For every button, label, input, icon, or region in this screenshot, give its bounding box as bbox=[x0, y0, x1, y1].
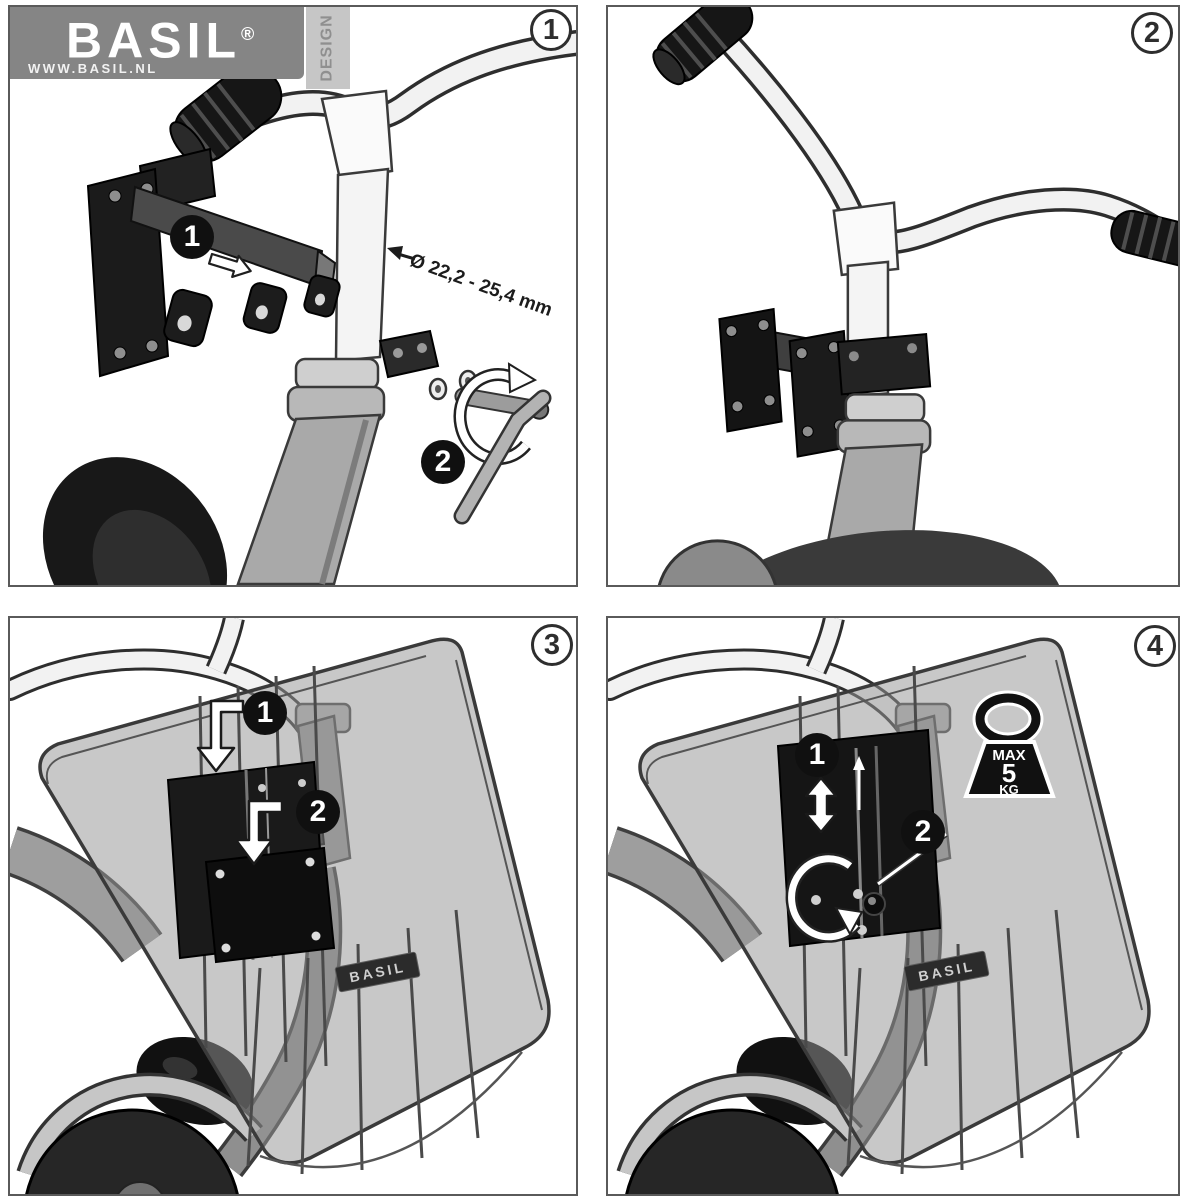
handlebar-grip-left-icon bbox=[652, 7, 754, 86]
panel-step-1: BASIL® WWW.BASIL.NL DESIGN 1 1 2 Ø 22,2 … bbox=[8, 5, 578, 587]
front-wheel bbox=[625, 1108, 839, 1194]
mounting-plate bbox=[166, 760, 336, 964]
insert-arrow-1-icon bbox=[196, 699, 245, 773]
step-badge-1: 1 bbox=[170, 215, 214, 259]
mounting-bracket bbox=[718, 307, 932, 458]
handlebar bbox=[707, 20, 1178, 255]
panel-1-illustration bbox=[42, 30, 576, 585]
step-badge-2: 2 bbox=[901, 810, 945, 854]
fender bbox=[19, 1076, 261, 1177]
panel-step-2: 2 bbox=[606, 5, 1180, 587]
step-badge-2: 2 bbox=[296, 790, 340, 834]
brand-website: WWW.BASIL.NL bbox=[28, 61, 158, 76]
max-weight-label: MAX bbox=[992, 747, 1025, 764]
insert-arrow-2-icon bbox=[234, 799, 284, 866]
panel-3-illustration bbox=[10, 618, 551, 1194]
panel-2-illustration bbox=[652, 7, 1178, 585]
brand-logo: BASIL® WWW.BASIL.NL bbox=[10, 7, 304, 79]
panel-step-4: MAX 5 KG 4 1 2 BASIL bbox=[606, 616, 1180, 1196]
handlebar-grip-right-icon bbox=[1110, 209, 1178, 272]
panel-4-illustration: MAX 5 KG bbox=[608, 618, 1151, 1194]
brand-name: BASIL® bbox=[66, 12, 255, 69]
slide-arrow-icon bbox=[207, 252, 252, 279]
design-label: DESIGN bbox=[319, 14, 336, 82]
fender bbox=[619, 1076, 861, 1177]
front-fender bbox=[693, 530, 1063, 585]
panel-number-3: 3 bbox=[531, 624, 573, 666]
diameter-leader-arrow bbox=[387, 246, 416, 261]
max-weight-icon: MAX 5 KG bbox=[963, 690, 1056, 798]
design-label-box: DESIGN bbox=[306, 7, 350, 89]
max-weight-value: 5 bbox=[1002, 758, 1016, 788]
allen-key-icon bbox=[453, 389, 552, 525]
stem bbox=[236, 89, 394, 585]
mounting-bracket bbox=[86, 147, 440, 379]
step-badge-1: 1 bbox=[243, 691, 287, 735]
fender-face bbox=[92, 509, 212, 585]
front-wheel bbox=[657, 539, 777, 585]
step-badge-1: 1 bbox=[795, 733, 839, 777]
frame-tube bbox=[10, 829, 160, 961]
adjust-arrow-icon bbox=[804, 776, 838, 834]
panel-number-1: 1 bbox=[530, 9, 572, 51]
panel-number-2: 2 bbox=[1131, 12, 1173, 54]
step-badge-2: 2 bbox=[421, 440, 465, 484]
front-wheel bbox=[25, 1108, 239, 1194]
panel-step-3: 3 1 2 BASIL bbox=[8, 616, 578, 1196]
frame-tube bbox=[608, 829, 760, 961]
panel-number-4: 4 bbox=[1134, 625, 1176, 667]
registered-mark: ® bbox=[241, 24, 255, 44]
max-weight-unit: KG bbox=[999, 782, 1019, 797]
